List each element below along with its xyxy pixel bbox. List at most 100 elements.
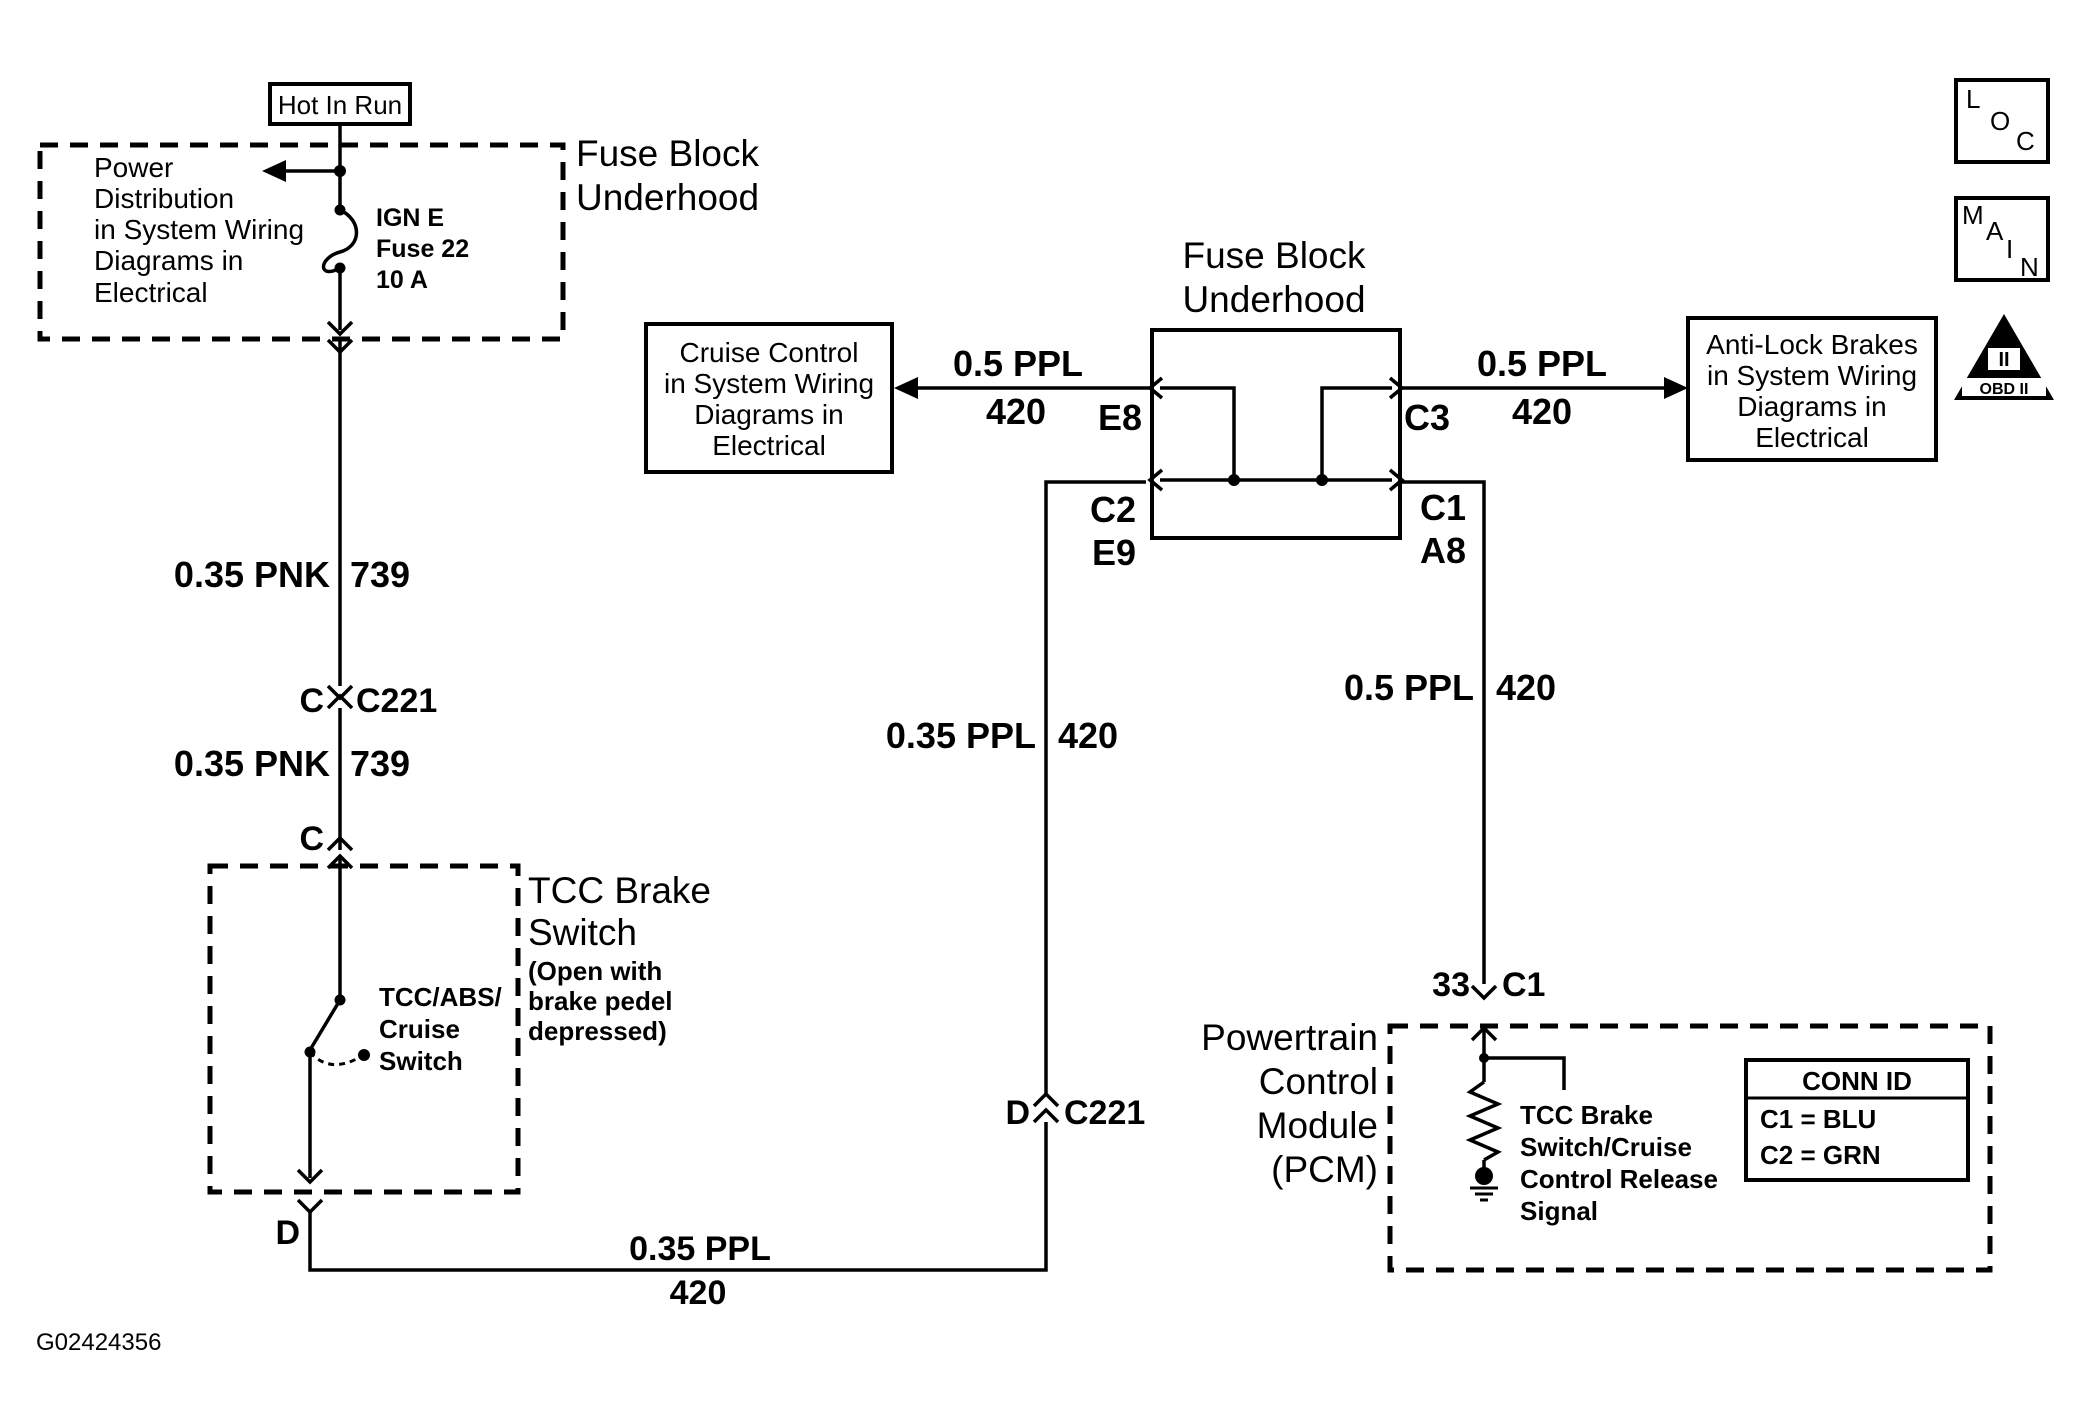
pin-c1: C1 <box>1420 487 1466 528</box>
pin-e9: E9 <box>1092 532 1136 573</box>
svg-text:Cruise Control: Cruise Control <box>680 337 859 368</box>
power-dist-arrow <box>262 160 286 182</box>
svg-text:Diagrams in: Diagrams in <box>1737 391 1886 422</box>
svg-text:A: A <box>1986 216 2004 246</box>
tcc-switch-pin-c-chevron <box>326 835 354 852</box>
c221-label-top: C221 <box>356 682 437 720</box>
tcc-switch-pin-d-chevron <box>296 1198 324 1215</box>
pcm-outline <box>1387 1023 1993 1273</box>
svg-text:Diagrams in: Diagrams in <box>694 399 843 430</box>
fuse-block-center-title-2: Underhood <box>1182 279 1365 320</box>
svg-text:TCC/ABS/: TCC/ABS/ <box>379 982 502 1012</box>
wire-420-middle <box>1044 480 1146 1094</box>
c221-connector-d-female <box>1032 1107 1060 1124</box>
wire-420-cruise-label: 0.5 PPL <box>953 343 1083 384</box>
svg-text:N: N <box>2020 252 2039 282</box>
svg-text:C: C <box>2016 126 2035 156</box>
c221-connector-d-male <box>1032 1091 1060 1108</box>
fuse-block-left-outline <box>37 142 566 342</box>
pcm-ground-node <box>1475 1167 1493 1185</box>
tcc-switch-note: (Open with brake pedel depressed) <box>528 956 673 1046</box>
conn-id-title: CONN ID <box>1802 1066 1912 1096</box>
svg-text:TCC Brake: TCC Brake <box>1520 1100 1653 1130</box>
svg-text:Switch: Switch <box>528 912 637 953</box>
svg-text:O: O <box>1990 106 2010 136</box>
fuse-name: IGN E <box>376 204 444 232</box>
wire-420-bottom-circuit: 420 <box>670 1274 727 1312</box>
fuse-block-connector-chevron <box>326 320 354 337</box>
svg-text:Signal: Signal <box>1520 1196 1598 1226</box>
c221-connector-top-female <box>326 693 354 710</box>
tcc-switch-pin-c: C <box>299 820 324 858</box>
wire-420-bottom-label: 0.35 PPL <box>629 1230 771 1268</box>
cruise-control-box <box>644 322 894 474</box>
pcm-pin-33: 33 <box>1432 966 1470 1004</box>
svg-text:TCC Brake: TCC Brake <box>528 870 711 911</box>
svg-text:in System Wiring: in System Wiring <box>1707 360 1917 391</box>
pin-e8: E8 <box>1098 397 1142 438</box>
power-distribution-text: Power Distribution in System Wiring Diag… <box>94 152 304 308</box>
pcm-pin-33-chevron <box>1470 984 1498 1001</box>
conn-id-c2: C2 = GRN <box>1760 1140 1881 1170</box>
pcm-title: Powertrain Control Module (PCM) <box>1201 1017 1378 1190</box>
svg-text:M: M <box>1962 200 1984 230</box>
svg-text:Powertrain: Powertrain <box>1201 1017 1378 1058</box>
svg-text:Control Release: Control Release <box>1520 1164 1718 1194</box>
svg-text:(Open with: (Open with <box>528 956 662 986</box>
tcc-switch-actuator <box>358 1049 370 1061</box>
pcm-signal-lead <box>1484 1056 1566 1090</box>
tcc-switch-outline <box>207 863 521 1195</box>
bus-e8 <box>1160 386 1236 480</box>
loc-icon: L O C <box>1954 78 2050 164</box>
fuse-block-center-outline <box>1150 328 1402 540</box>
pin-c2: C2 <box>1090 489 1136 530</box>
wire-739-upper-label: 0.35 PNK <box>174 554 330 595</box>
svg-text:Module: Module <box>1257 1105 1378 1146</box>
wire-420-right <box>1402 480 1486 984</box>
wire-420-abs-circuit: 420 <box>1512 391 1572 432</box>
wire-420-middle-label: 0.35 PPL <box>886 715 1036 756</box>
wire-420-cruise-circuit: 420 <box>986 391 1046 432</box>
tcc-switch-actuator-link <box>308 1050 363 1066</box>
cruise-arrow <box>894 377 918 399</box>
bus-c3 <box>1320 386 1392 480</box>
abs-box <box>1686 316 1938 462</box>
c221-pin-d: D <box>1005 1094 1030 1132</box>
svg-text:in System Wiring: in System Wiring <box>94 214 304 245</box>
cruise-control-text: Cruise Control in System Wiring Diagrams… <box>664 337 874 461</box>
pin-a8: A8 <box>1420 530 1466 571</box>
fuse-block-left-title-1: Fuse Block <box>576 133 760 174</box>
svg-text:in System Wiring: in System Wiring <box>664 368 874 399</box>
c221-label-d: C221 <box>1064 1094 1145 1132</box>
bus-splice-right <box>1316 474 1328 486</box>
main-icon: M A I N <box>1954 196 2050 282</box>
svg-text:Cruise: Cruise <box>379 1014 460 1044</box>
wire-420-right-circuit: 420 <box>1496 667 1556 708</box>
svg-text:Anti-Lock Brakes: Anti-Lock Brakes <box>1706 329 1918 360</box>
abs-arrow <box>1664 377 1688 399</box>
svg-text:Power: Power <box>94 152 173 183</box>
pin-c3: C3 <box>1404 397 1450 438</box>
pcm-resistor <box>1465 1080 1503 1162</box>
fuse-symbol <box>321 208 359 274</box>
pcm-connector-c1: C1 <box>1502 966 1545 1004</box>
fuse-number: Fuse 22 <box>376 235 469 263</box>
wire-739-lower-circuit: 739 <box>350 743 410 784</box>
wire-420-middle-circuit: 420 <box>1058 715 1118 756</box>
svg-text:L: L <box>1966 84 1980 114</box>
svg-text:depressed): depressed) <box>528 1016 667 1046</box>
tcc-switch-pin-d: D <box>275 1214 300 1252</box>
svg-text:Electrical: Electrical <box>712 430 826 461</box>
svg-text:Electrical: Electrical <box>94 277 208 308</box>
obd-ii-icon: II OBD II <box>1954 314 2054 400</box>
fuse-block-left-title-2: Underhood <box>576 177 759 218</box>
conn-id-table <box>1744 1058 1970 1182</box>
c221-pin-c: C <box>299 682 324 720</box>
tcc-switch-title: TCC Brake Switch <box>528 870 711 953</box>
svg-text:OBD II: OBD II <box>1980 381 2029 398</box>
wire-739-upper-circuit: 739 <box>350 554 410 595</box>
pcm-signal-label: TCC Brake Switch/Cruise Control Release … <box>1520 1100 1718 1226</box>
svg-text:brake pedel: brake pedel <box>528 986 673 1016</box>
svg-text:I: I <box>2006 234 2013 264</box>
